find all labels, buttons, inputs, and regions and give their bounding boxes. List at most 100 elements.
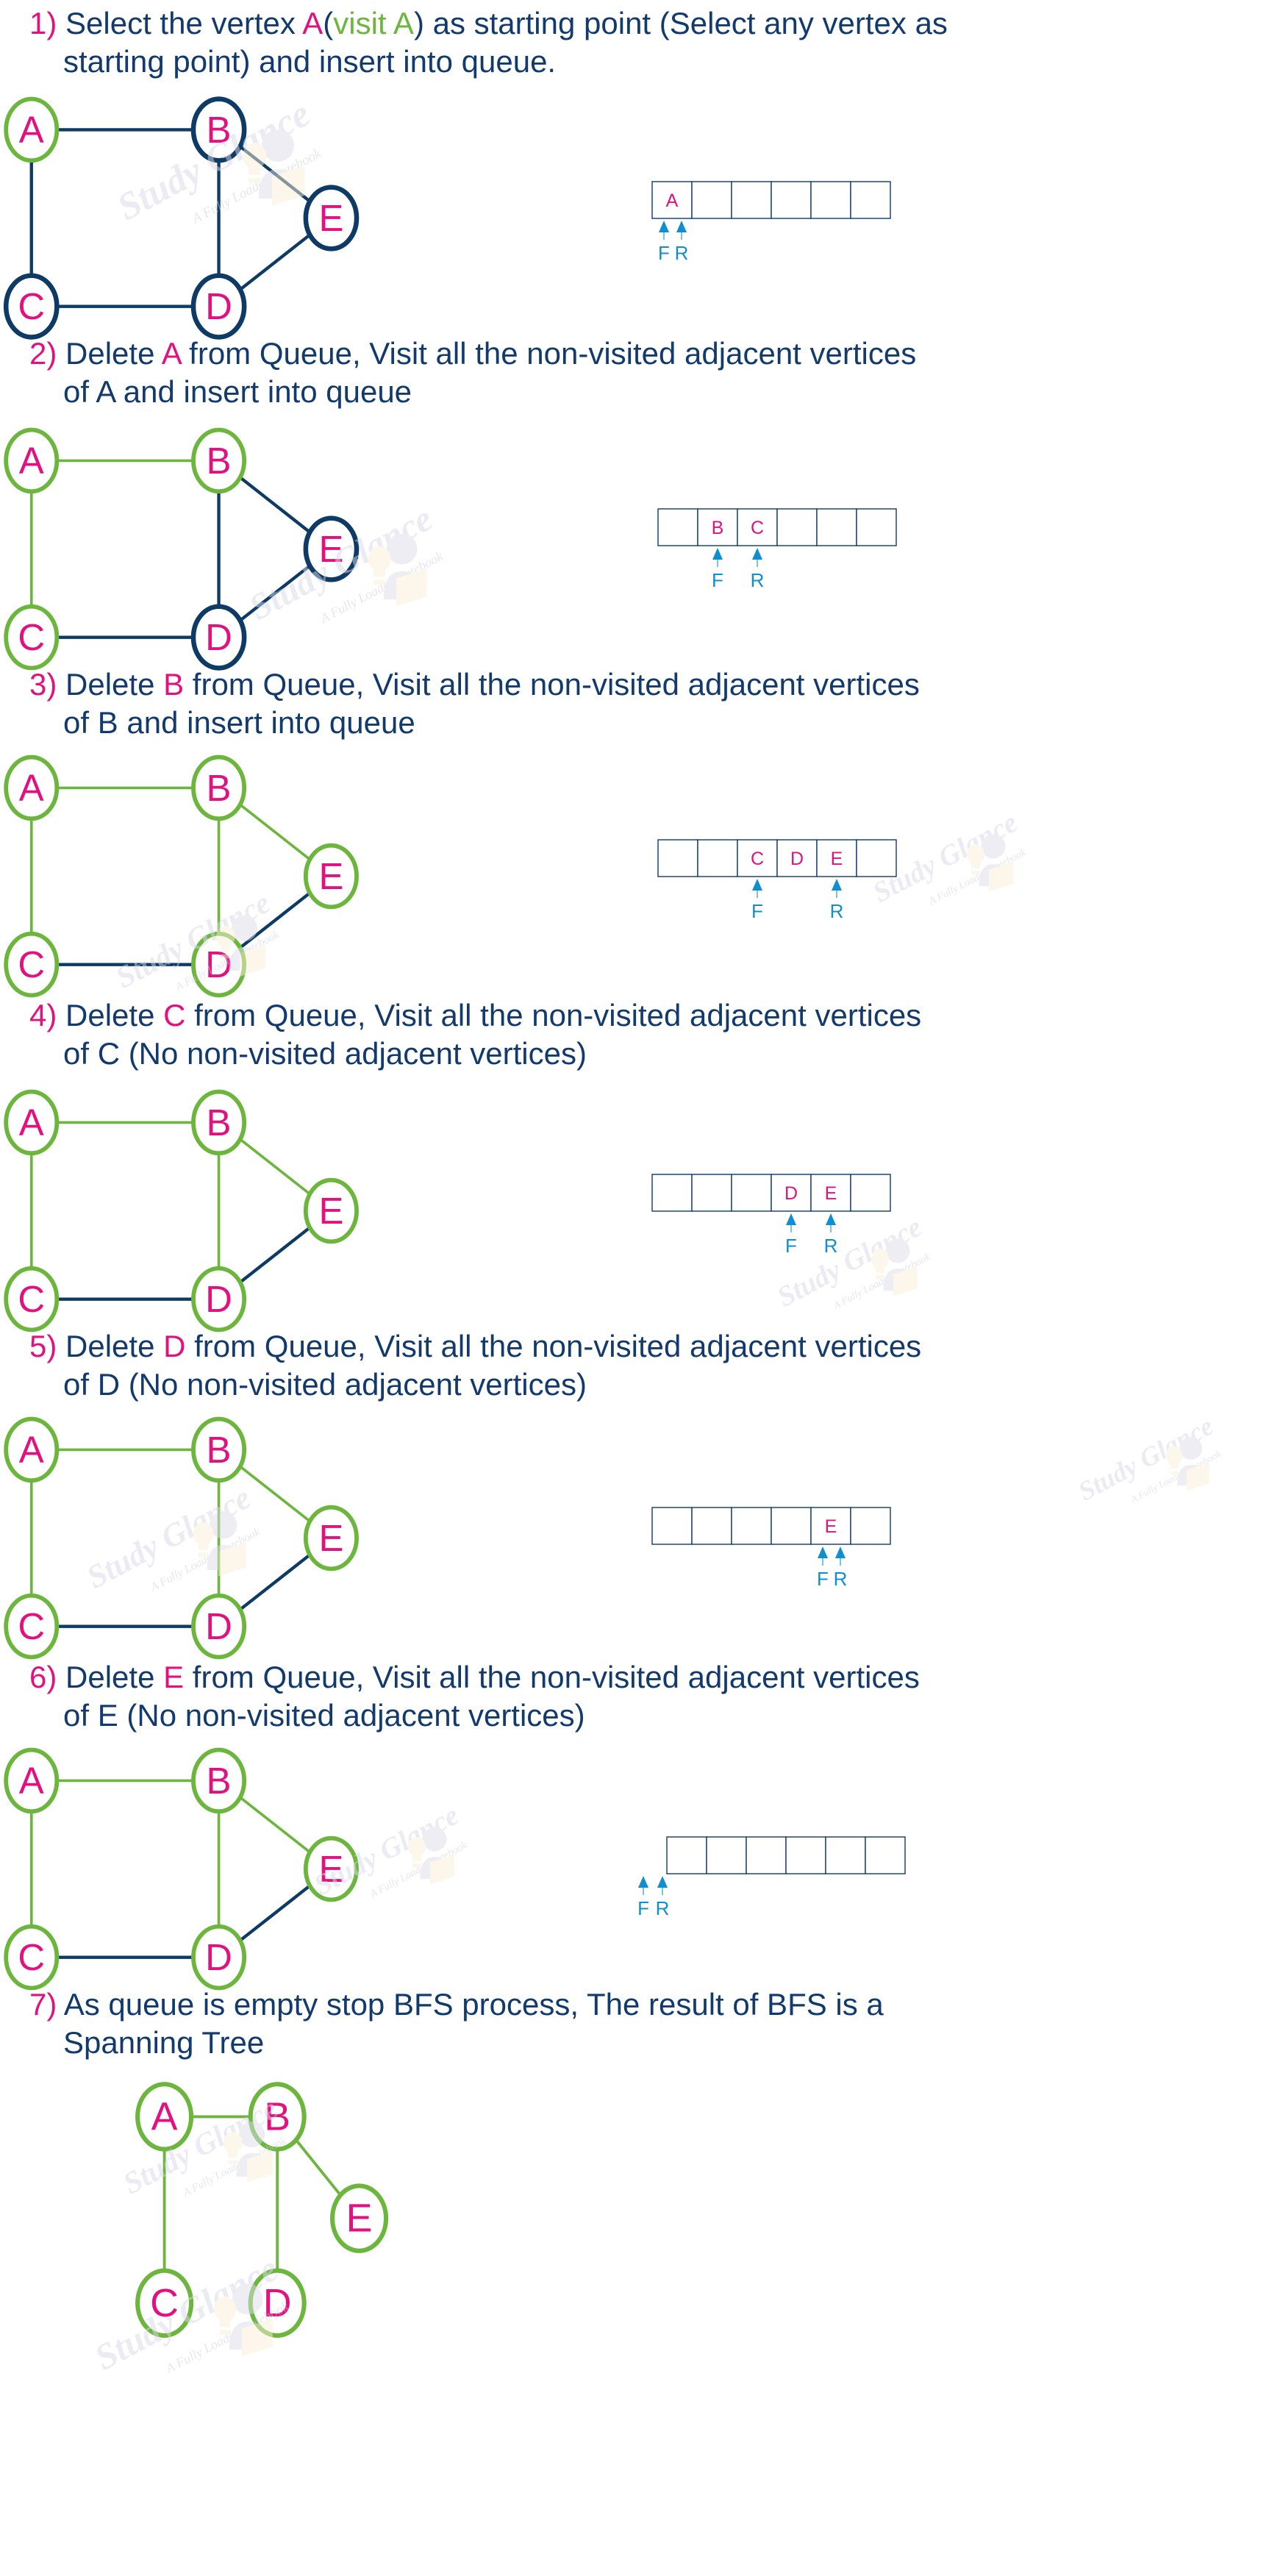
svg-text:F: F	[637, 1897, 649, 1919]
heading-segment: Delete	[65, 336, 162, 371]
graph-node-label-E: E	[318, 1517, 343, 1559]
heading-segment: from Queue, Visit all the non-visited ad…	[184, 1660, 920, 1694]
heading-segment: Spanning Tree	[63, 2025, 265, 2060]
graph-node-label-D: D	[205, 1278, 232, 1320]
heading-segment: C	[163, 998, 186, 1032]
graph-node-D: D	[191, 1593, 247, 1660]
queue-cell	[776, 839, 818, 877]
queue-cell	[771, 1507, 812, 1545]
watermark-subtitle: A Fully Loaded Notebook	[832, 1251, 932, 1312]
graph-node-label-E: E	[318, 855, 343, 897]
svg-text:R: R	[656, 1897, 670, 1919]
step-heading-line2: of E (No non-visited adjacent vertices)	[63, 1696, 1235, 1735]
queue-cell	[697, 839, 738, 877]
graph-node-label-C: C	[18, 1936, 45, 1978]
heading-segment: of A and insert into queue	[63, 374, 412, 409]
watermark-subtitle: A Fully Loaded Notebook	[927, 846, 1028, 907]
graph-node-B: B	[190, 96, 247, 163]
graph-edge-BE	[239, 1138, 311, 1196]
queue-front-pointer: F	[637, 1876, 649, 1919]
step-number: 6)	[29, 1660, 57, 1694]
heading-segment: A	[302, 6, 323, 40]
queue-cell	[666, 1836, 707, 1874]
graph-edge-DE	[239, 1884, 311, 1942]
graph-node-label-A: A	[151, 2094, 178, 2138]
heading-segment: ) as starting point (Select any vertex a…	[413, 6, 948, 40]
graph-node-D: D	[191, 931, 247, 998]
graph-node-B: B	[191, 1416, 247, 1483]
queue-diagram: A F R	[651, 181, 891, 264]
graph-node-label-B: B	[207, 1760, 232, 1802]
graph-node-C: C	[4, 931, 60, 998]
queue-cell	[850, 1507, 891, 1545]
step-heading: 7) As queue is empty stop BFS process, T…	[29, 1985, 1235, 2062]
svg-text:F: F	[817, 1568, 829, 1590]
graph-node-label-E: E	[318, 528, 343, 570]
heading-segment: visit A	[333, 6, 414, 40]
queue-rear-pointer: R	[824, 1213, 838, 1257]
queue-cell-value: E	[825, 1183, 837, 1204]
graph-edge-BE	[239, 476, 311, 534]
graph-edge-BE	[239, 145, 311, 203]
svg-text:R: R	[751, 569, 765, 591]
graph-node-B: B	[191, 427, 247, 494]
queue-cell	[785, 1836, 826, 1874]
step-number: 1)	[29, 6, 57, 40]
queue-cell	[850, 181, 891, 219]
queue-cell	[651, 1174, 693, 1212]
graph-node-label-C: C	[18, 1278, 45, 1320]
step-number: 7)	[29, 1987, 57, 2022]
queue-front-pointer: F	[817, 1546, 829, 1590]
heading-segment: Select the vertex	[65, 6, 303, 40]
graph-node-label-D: D	[263, 2281, 292, 2325]
graph-node-E: E	[303, 843, 359, 910]
step-heading-line2: of B and insert into queue	[63, 704, 1235, 742]
svg-text:F: F	[712, 569, 723, 591]
queue-rear-pointer: R	[830, 879, 843, 922]
heading-segment: of B and insert into queue	[63, 705, 415, 740]
step-heading-line2: of D (No non-visited adjacent vertices)	[63, 1366, 1235, 1404]
queue-rear-pointer: R	[751, 548, 765, 591]
graph-node-label-A: A	[19, 440, 44, 482]
graph-node-A: A	[4, 1747, 60, 1814]
heading-segment: Delete	[65, 1329, 164, 1363]
watermark-subtitle: A Fully Loaded Notebook	[1129, 1448, 1223, 1505]
graph-node-B: B	[191, 1089, 247, 1156]
graph-node-C: C	[135, 2268, 194, 2338]
graph-node-D: D	[190, 604, 247, 671]
heading-segment: of C (No non-visited adjacent vertices)	[63, 1036, 587, 1071]
graph-edge-BE	[239, 1796, 311, 1854]
queue-cell	[731, 1507, 772, 1545]
queue-cell	[776, 508, 818, 546]
queue-cell	[825, 1836, 866, 1874]
step-heading: 1) Select the vertex A(visit A) as start…	[29, 4, 1235, 81]
queue-front-pointer: F	[751, 879, 763, 922]
graph-node-D: D	[248, 2268, 307, 2338]
graph-node-label-E: E	[346, 2197, 373, 2241]
heading-segment: of E (No non-visited adjacent vertices)	[63, 1698, 585, 1733]
step-heading-line2: of C (No non-visited adjacent vertices)	[63, 1035, 1235, 1073]
graph-node-E: E	[303, 1177, 359, 1244]
graph-edge-BE	[295, 2138, 342, 2197]
queue-cell	[850, 1174, 891, 1212]
graph-node-label-B: B	[207, 767, 232, 809]
step-heading: 3) Delete B from Queue, Visit all the no…	[29, 666, 1235, 742]
svg-text:R: R	[824, 1235, 838, 1257]
queue-front-pointer: F	[658, 221, 670, 264]
graph-node-A: A	[4, 96, 60, 163]
step-number: 2)	[29, 336, 57, 371]
graph-node-A: A	[135, 2082, 194, 2152]
queue-cell-value: D	[784, 1183, 798, 1204]
step-number: 4)	[29, 998, 57, 1032]
graph-node-label-B: B	[207, 1102, 232, 1143]
graph-node-E: E	[303, 185, 360, 251]
step-heading-line2: of A and insert into queue	[63, 373, 1235, 411]
heading-segment: As queue is empty stop BFS process, The …	[63, 1987, 884, 2022]
